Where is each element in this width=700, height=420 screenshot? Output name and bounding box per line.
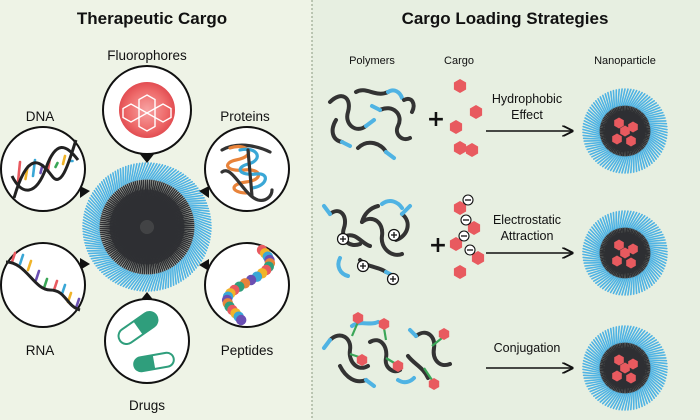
- row2-plus: +: [429, 233, 447, 258]
- cargo-hexagon: [614, 354, 624, 366]
- cargo-hexagon: [620, 125, 630, 137]
- row2-cargo: [449, 194, 485, 279]
- cargo-hexagon: [467, 221, 481, 235]
- cargo-hexagon: [628, 243, 638, 255]
- dna-strand-2: [10, 146, 80, 192]
- cargo-hexagon: [453, 141, 467, 155]
- label-drugs: Drugs: [129, 398, 165, 413]
- cargo-hexagon: [628, 121, 638, 133]
- label-rna: RNA: [26, 343, 55, 358]
- pointer-fluorophores: [139, 153, 155, 163]
- cargo-hexagon: [428, 378, 440, 390]
- row3-label-line1: Conjugation: [494, 341, 561, 355]
- row1-polymers: [328, 88, 416, 160]
- header-cargo: Cargo: [444, 55, 474, 67]
- proteins-callout: [204, 126, 290, 212]
- label-fluorophores: Fluorophores: [107, 48, 187, 63]
- cargo-hexagon: [465, 143, 479, 157]
- cargo-hexagon: [352, 312, 364, 324]
- fluorophores-callout: [102, 65, 192, 155]
- label-peptides: Peptides: [221, 343, 274, 358]
- cargo-hexagon: [392, 360, 404, 372]
- cargo-hexagon: [449, 120, 463, 134]
- dna-callout: [0, 126, 86, 212]
- drugs-callout: [104, 298, 190, 384]
- label-proteins: Proteins: [220, 109, 270, 124]
- left-panel-title: Therapeutic Cargo: [77, 9, 227, 28]
- negative-charge: [458, 230, 470, 242]
- rna-bases: [10, 251, 81, 310]
- cargo-hexagon: [626, 257, 636, 269]
- cargo-hexagon: [438, 328, 450, 340]
- peptides-callout: [204, 242, 290, 328]
- pyrene-molecule-icon: [122, 94, 172, 132]
- cargo-hexagon: [453, 79, 467, 93]
- pointer-proteins: [199, 186, 209, 198]
- cargo-hexagon: [614, 239, 624, 251]
- capsule-icon-1: [117, 310, 159, 346]
- cargo-hexagon: [620, 362, 630, 374]
- pointer-peptides: [199, 259, 209, 271]
- peptide-beads: [221, 244, 276, 326]
- cargo-hexagon: [356, 354, 368, 366]
- row1-label-line1: Hydrophobic: [492, 92, 562, 106]
- cargo-hexagon: [469, 105, 483, 119]
- cargo-hexagon: [614, 117, 624, 129]
- dna-strand-1: [12, 139, 78, 199]
- header-polymers: Polymers: [349, 55, 395, 67]
- cargo-hexagon: [628, 358, 638, 370]
- rna-callout: [0, 242, 86, 328]
- cargo-hexagon: [626, 372, 636, 384]
- row2-label-line2: Attraction: [501, 229, 554, 243]
- negative-charge: [464, 244, 476, 256]
- cargo-hexagon: [449, 237, 463, 251]
- row3-linkers: [349, 321, 443, 381]
- label-dna: DNA: [26, 109, 55, 124]
- row2-positive-charges: [336, 228, 401, 286]
- cargo-hexagon: [626, 135, 636, 147]
- cargo-hexagon: [612, 370, 622, 382]
- negative-charge: [460, 214, 472, 226]
- row1-cargo: [449, 79, 483, 157]
- cargo-hexagon: [620, 247, 630, 259]
- row3-nanoparticle: [582, 325, 668, 411]
- cargo-hexagon: [378, 318, 390, 330]
- protein-icon: [220, 143, 274, 202]
- capsule-icon-2: [133, 351, 175, 373]
- row2-label-line1: Electrostatic: [493, 213, 561, 227]
- cargo-hexagon: [453, 265, 467, 279]
- rna-strand: [5, 260, 81, 312]
- row1-plus: +: [427, 107, 445, 132]
- right-panel-title: Cargo Loading Strategies: [402, 9, 609, 28]
- row3-conjugated-cargo: [352, 312, 450, 390]
- pointer-dna: [80, 186, 90, 198]
- negative-charge: [462, 194, 474, 206]
- cargo-hexagon: [612, 133, 622, 145]
- row2-nanoparticle: [582, 210, 668, 296]
- header-nanoparticle: Nanoparticle: [594, 55, 656, 67]
- row1-label-line2: Effect: [511, 108, 543, 122]
- row1-nanoparticle: [582, 88, 668, 174]
- cargo-hexagon: [471, 251, 485, 265]
- cargo-hexagon: [453, 201, 467, 215]
- row3-polymers: [322, 320, 452, 388]
- cargo-hexagon: [612, 255, 622, 267]
- pointer-rna: [80, 258, 90, 270]
- central-nanoparticle: [82, 162, 212, 292]
